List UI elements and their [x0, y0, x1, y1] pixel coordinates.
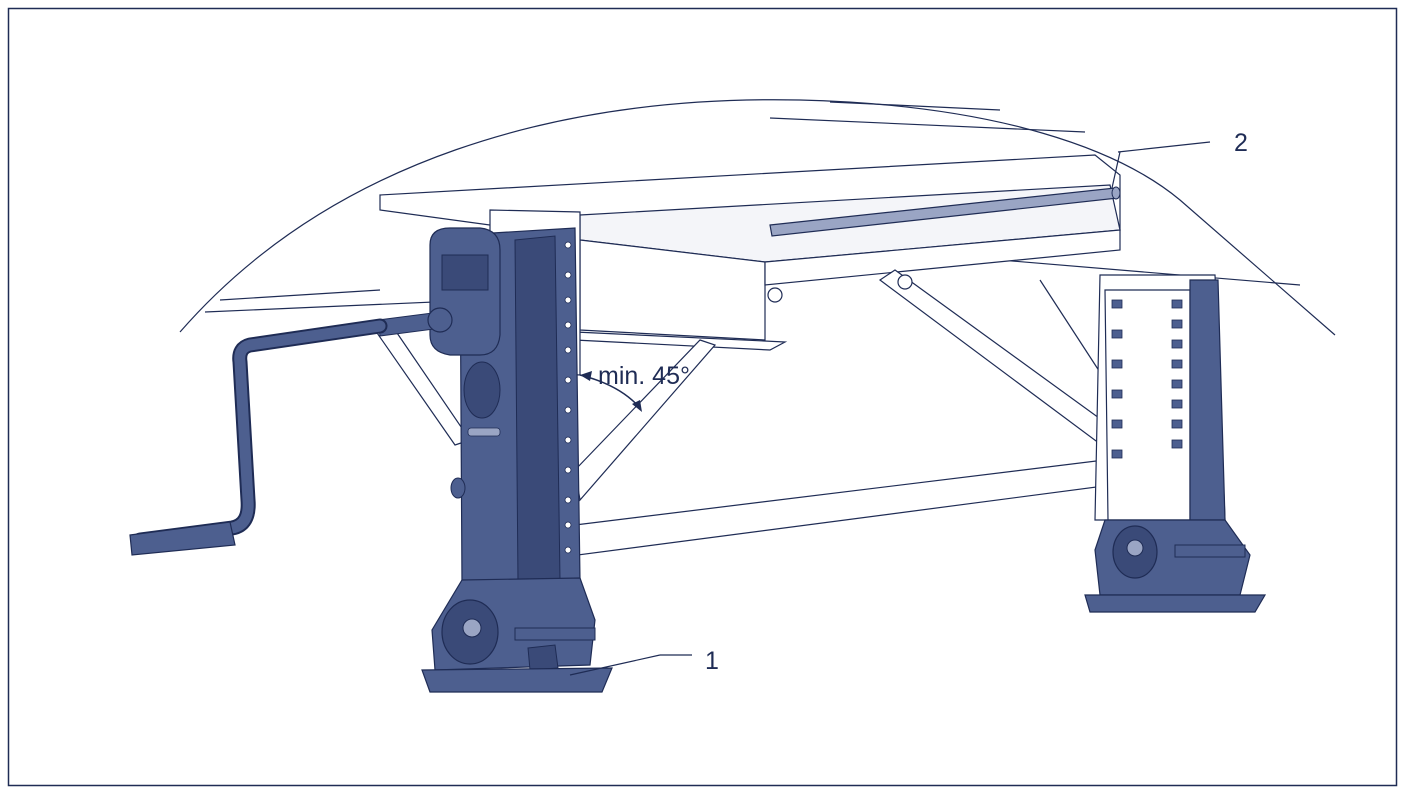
angle-arrow-right: [632, 400, 642, 412]
chassis-rail-top: [769, 117, 1086, 133]
diagram-border: [7, 7, 1398, 787]
brace-bolt-top: [897, 274, 913, 290]
crank-grip: [129, 521, 236, 556]
cross-strut: [574, 454, 1151, 556]
gearbox-housing: [429, 227, 501, 356]
foot-plate: [421, 667, 613, 693]
callout-2-label: 2: [1234, 129, 1248, 157]
bpw-logo-icon: [463, 361, 501, 419]
beam-flange: [764, 229, 1121, 286]
beam-bolt: [767, 287, 783, 303]
callout-1-label: 1: [705, 647, 719, 675]
left-landing-leg: [129, 209, 613, 693]
trailer-outline: [179, 99, 1336, 336]
callout-2-leader: [1117, 141, 1211, 153]
chassis-edge-left: [219, 289, 381, 301]
crank-handle: [132, 318, 388, 548]
right-landing-leg: [1084, 274, 1267, 613]
angle-label: min. 45°: [598, 362, 690, 390]
angle-arrow-left: [580, 371, 592, 381]
rod-end: [1111, 186, 1121, 200]
brace-right-support: [1039, 279, 1106, 381]
callout-1-leader: [569, 654, 661, 676]
chassis-rail-top-2: [829, 101, 1001, 111]
type-plate: [467, 427, 501, 437]
